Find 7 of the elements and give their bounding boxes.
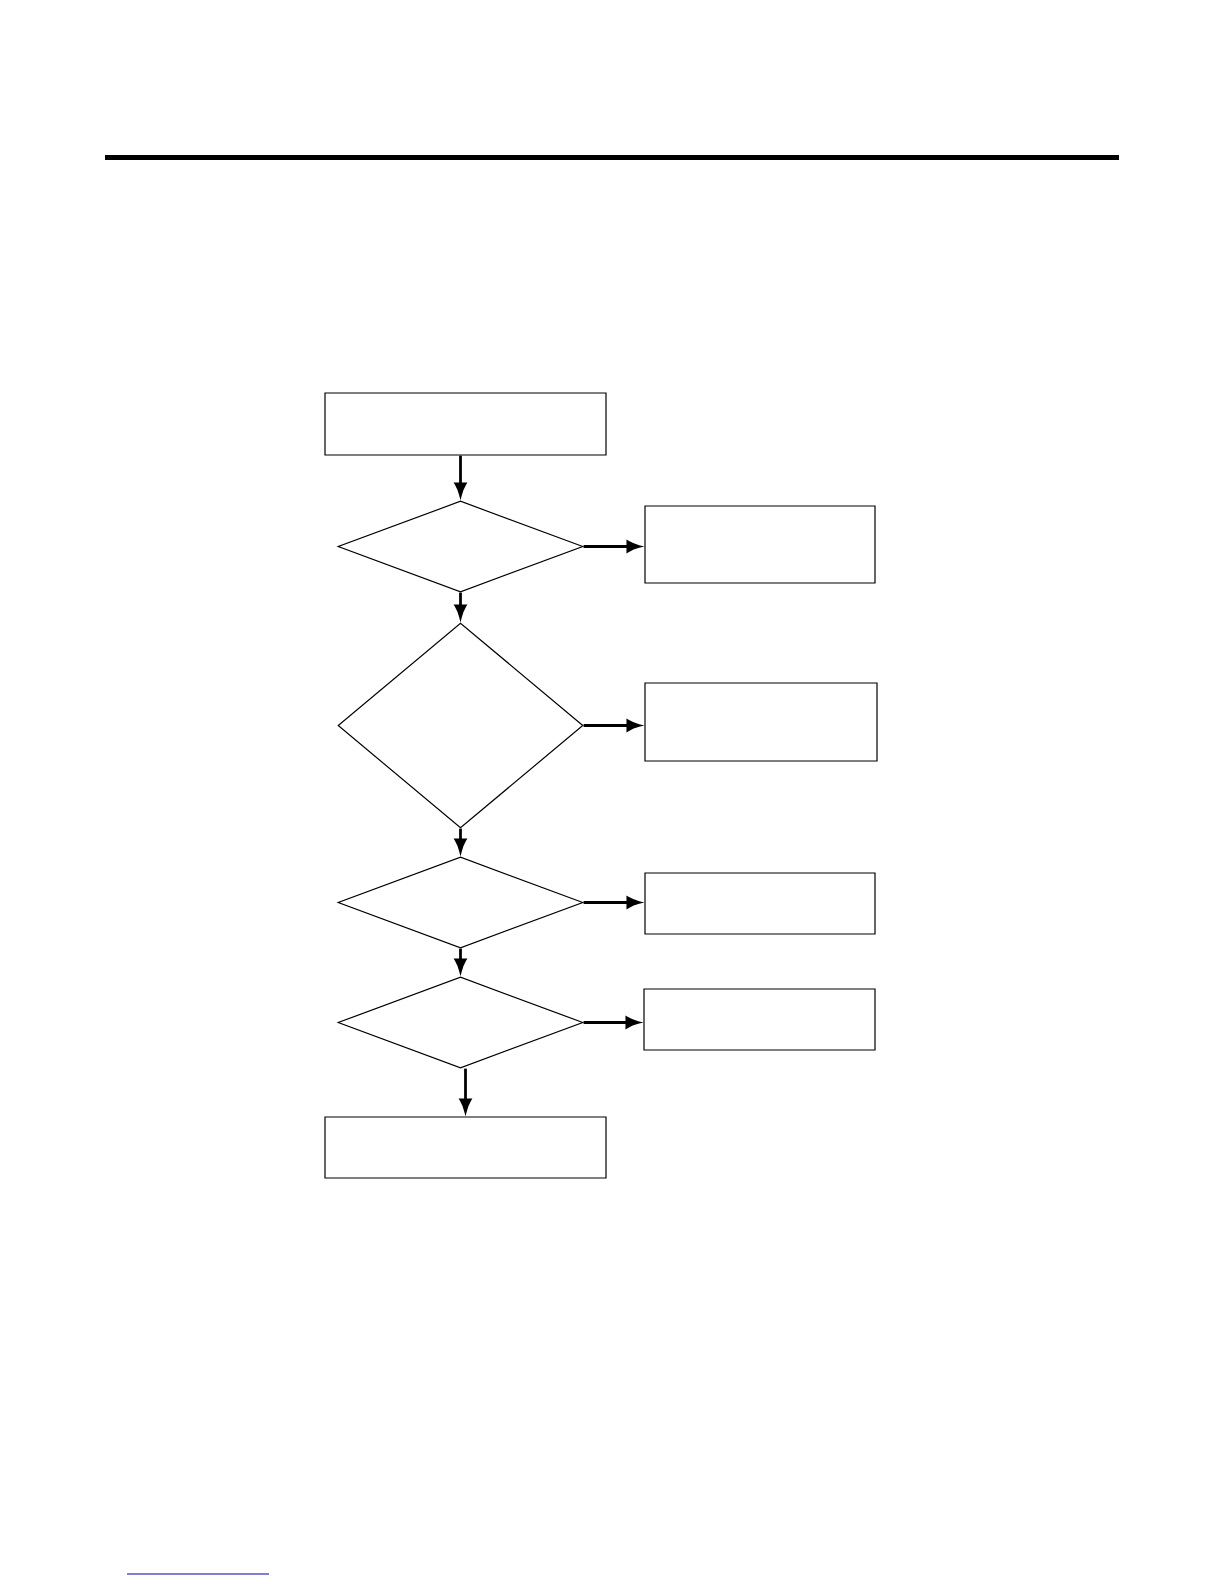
process-box [324,1116,607,1179]
process-box [324,392,607,456]
process-box [644,682,878,762]
process-box [643,988,876,1051]
process-box [644,505,876,584]
decision-diamond [337,622,584,829]
process-box [644,872,876,935]
